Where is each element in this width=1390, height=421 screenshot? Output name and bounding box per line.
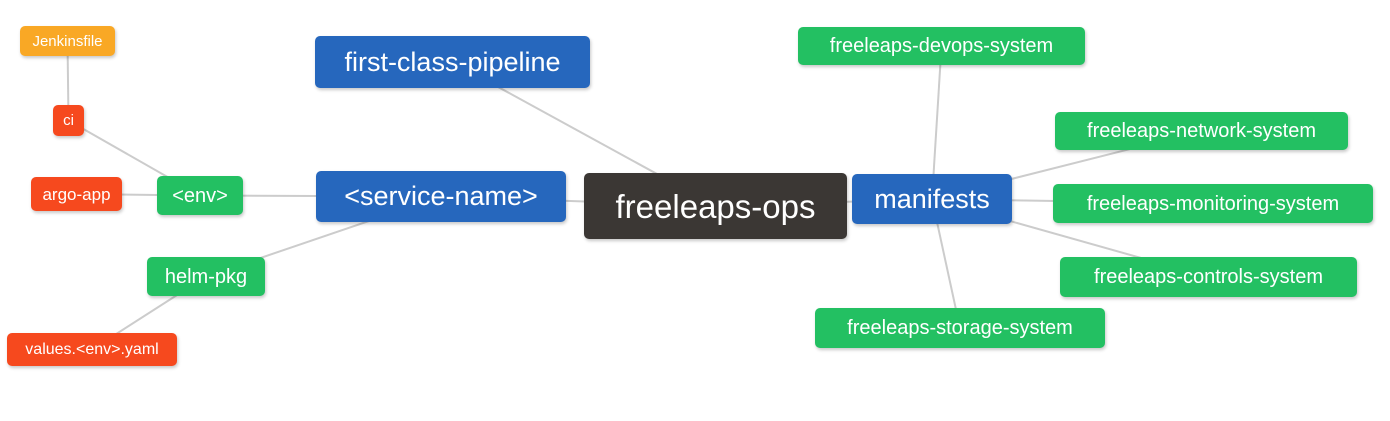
node-label-manifests: manifests (874, 183, 990, 214)
node-freeleaps-ops[interactable]: freeleaps-ops (584, 173, 847, 239)
node-freeleaps-network-system[interactable]: freeleaps-network-system (1055, 112, 1348, 150)
node-label-service-name: <service-name> (344, 181, 538, 211)
node-label-freeleaps-controls-system: freeleaps-controls-system (1094, 266, 1323, 288)
node-freeleaps-storage-system[interactable]: freeleaps-storage-system (815, 308, 1105, 348)
node-first-class-pipeline[interactable]: first-class-pipeline (315, 36, 590, 88)
node-jenkinsfile[interactable]: Jenkinsfile (20, 26, 115, 56)
node-label-first-class-pipeline: first-class-pipeline (344, 46, 561, 77)
node-env[interactable]: <env> (157, 176, 243, 215)
node-label-env: <env> (172, 184, 228, 207)
node-label-freeleaps-monitoring-system: freeleaps-monitoring-system (1086, 192, 1340, 215)
node-argo-app[interactable]: argo-app (31, 177, 122, 211)
node-ci[interactable]: ci (53, 105, 84, 136)
node-freeleaps-devops-system[interactable]: freeleaps-devops-system (798, 27, 1085, 65)
node-helm-pkg[interactable]: helm-pkg (147, 257, 265, 296)
node-label-values-env-yaml: values.<env>.yaml (25, 340, 159, 358)
node-manifests[interactable]: manifests (852, 174, 1012, 224)
node-label-freeleaps-ops: freeleaps-ops (615, 187, 816, 225)
node-service-name[interactable]: <service-name> (316, 171, 566, 222)
node-label-argo-app: argo-app (42, 184, 111, 204)
node-freeleaps-monitoring-system[interactable]: freeleaps-monitoring-system (1053, 184, 1373, 223)
edge-manifests-freeleaps-devops-system (931, 45, 943, 200)
node-values-env-yaml[interactable]: values.<env>.yaml (7, 333, 177, 366)
node-label-freeleaps-storage-system: freeleaps-storage-system (847, 317, 1073, 339)
node-freeleaps-controls-system[interactable]: freeleaps-controls-system (1060, 257, 1357, 297)
node-label-ci: ci (63, 112, 74, 129)
node-label-freeleaps-network-system: freeleaps-network-system (1087, 120, 1316, 142)
node-label-helm-pkg: helm-pkg (164, 265, 248, 288)
node-label-jenkinsfile: Jenkinsfile (32, 32, 103, 50)
node-label-freeleaps-devops-system: freeleaps-devops-system (829, 35, 1054, 57)
